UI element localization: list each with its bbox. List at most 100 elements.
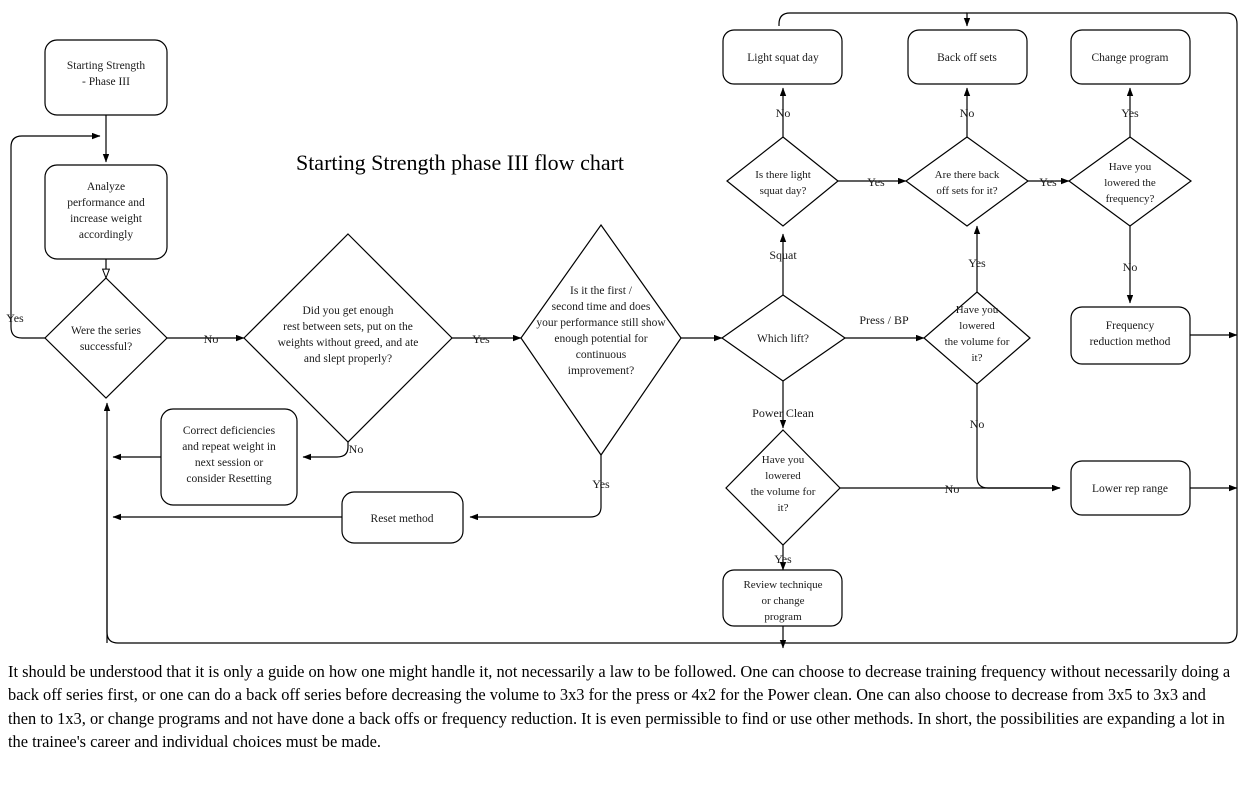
node-rest-line-3: and slept properly?	[304, 353, 392, 365]
label-power-clean: Power Clean	[752, 406, 814, 420]
node-which-lift-line-0: Which lift?	[757, 333, 809, 345]
node-pcq-line-1: lowered	[765, 470, 801, 482]
node-light-squat-day-shape[interactable]	[722, 29, 843, 85]
node-correct-line-1: and repeat weight in	[182, 441, 276, 453]
label-pcvol-yes: Yes	[774, 552, 792, 566]
node-fs-line-2: your performance still show	[536, 317, 666, 329]
node-series-line-0: Were the series	[71, 325, 141, 337]
node-change-program[interactable]: Change program	[1070, 29, 1191, 85]
label-squat: Squat	[769, 248, 797, 262]
node-lower-rep-shape[interactable]	[1070, 460, 1191, 516]
label-series-no: No	[204, 332, 219, 346]
edge-bottom-return-loop	[106, 335, 1238, 644]
node-start-shape[interactable]	[44, 39, 168, 116]
caption-paragraph: It should be understood that it is only …	[8, 662, 1231, 751]
node-lsd-line-0: Light squat day	[747, 52, 819, 64]
node-rt-line-1: or change	[761, 595, 804, 607]
node-reset-line-0: Reset method	[371, 513, 434, 525]
node-pcq-line-3: it?	[778, 502, 789, 514]
label-lightsquat-no: No	[776, 106, 791, 120]
node-pc-volume-shape[interactable]	[725, 429, 841, 546]
node-series-line-1: successful?	[80, 341, 132, 353]
edge-rest-no	[302, 432, 349, 461]
flowchart-canvas: Starting Strength - Phase III Analyze pe…	[6, 12, 1238, 649]
label-backoff-no: No	[960, 106, 975, 120]
node-cp-line-0: Change program	[1092, 52, 1169, 64]
node-rest-question[interactable]: Did you get enough rest between sets, pu…	[243, 233, 453, 443]
chart-title: Starting Strength phase III flow chart	[296, 150, 624, 175]
label-rest-yes: Yes	[472, 332, 490, 346]
node-start-line-0: Starting Strength	[67, 60, 146, 72]
label-press-bp: Press / BP	[859, 313, 909, 327]
label-rest-no: No	[349, 442, 364, 456]
node-correct-deficiencies[interactable]: Correct deficiencies and repeat weight i…	[160, 408, 298, 506]
node-rest-line-1: rest between sets, put on the	[283, 321, 413, 333]
edges	[10, 12, 1238, 649]
node-fs-line-0: Is it the first /	[570, 285, 633, 297]
node-series-success[interactable]: Were the series successful?	[44, 277, 168, 399]
node-rest-line-0: Did you get enough	[302, 305, 393, 317]
node-start[interactable]: Starting Strength - Phase III	[44, 39, 168, 116]
node-change-program-shape[interactable]	[1070, 29, 1191, 85]
label-freq-yes: Yes	[1121, 106, 1139, 120]
node-analyze-line-2: increase weight	[70, 213, 143, 225]
node-light-squat-question[interactable]: Is there light squat day?	[726, 136, 839, 227]
node-correct-line-3: consider Resetting	[186, 473, 272, 485]
node-rest-question-shape[interactable]	[243, 233, 453, 443]
node-lower-rep-range[interactable]: Lower rep range	[1070, 460, 1191, 516]
node-analyze-line-1: performance and	[67, 197, 145, 209]
node-pvq-line-2: the volume for	[945, 336, 1010, 348]
node-back-off-sets[interactable]: Back off sets	[907, 29, 1028, 85]
node-first-second-shape[interactable]	[520, 223, 682, 457]
edge-top-loop-left	[778, 12, 967, 26]
node-pvq-line-0: Have you	[956, 304, 999, 316]
node-fs-line-5: improvement?	[568, 365, 634, 377]
node-lfq-line-0: Have you	[1109, 161, 1152, 173]
node-lrr-line-0: Lower rep range	[1092, 483, 1168, 495]
node-frequency-reduction[interactable]: Frequency reduction method	[1070, 306, 1191, 365]
node-pvq-line-1: lowered	[959, 320, 995, 332]
node-correct-shape[interactable]	[160, 408, 298, 506]
node-fs-line-3: enough potential for	[554, 333, 647, 345]
node-lsq-line-1: squat day?	[760, 185, 807, 197]
node-pvq-line-3: it?	[972, 352, 983, 364]
edge-firstsecond-yes	[469, 455, 602, 521]
node-reset-shape[interactable]	[341, 491, 464, 544]
node-freq-reduction-shape[interactable]	[1070, 306, 1191, 365]
node-series-success-shape[interactable]	[44, 277, 168, 399]
node-review-technique[interactable]: Review technique or change program	[722, 569, 843, 627]
node-rt-line-2: program	[764, 611, 802, 623]
node-light-squat-q-shape[interactable]	[726, 136, 839, 227]
node-which-lift-shape[interactable]	[720, 294, 847, 382]
edge-top-return-loop	[963, 12, 1238, 335]
node-press-volume-question[interactable]: Have you lowered the volume for it?	[923, 291, 1031, 385]
node-fr-line-0: Frequency	[1106, 320, 1155, 332]
node-which-lift[interactable]: Which lift?	[720, 294, 847, 382]
node-back-off-question[interactable]: Are there back off sets for it?	[904, 136, 1030, 227]
node-pcq-line-2: the volume for	[751, 486, 816, 498]
node-pc-volume-question[interactable]: Have you lowered the volume for it?	[725, 429, 841, 546]
node-first-second[interactable]: Is it the first / second time and does y…	[520, 223, 682, 457]
node-back-off-q-shape[interactable]	[904, 136, 1030, 227]
label-pcvol-no: No	[945, 482, 960, 496]
edge-labels: Yes No Yes No Yes Squat Press / BP Power…	[6, 106, 1139, 566]
node-rt-line-0: Review technique	[743, 579, 822, 591]
node-analyze[interactable]: Analyze performance and increase weight …	[44, 164, 168, 260]
node-light-squat-day[interactable]: Light squat day	[722, 29, 843, 85]
node-review-shape[interactable]	[722, 569, 843, 627]
node-reset-method[interactable]: Reset method	[341, 491, 464, 544]
label-pressvol-no: No	[970, 417, 985, 431]
label-firstsecond-yes: Yes	[592, 477, 610, 491]
node-fs-line-4: continuous	[576, 349, 627, 361]
node-analyze-shape[interactable]	[44, 164, 168, 260]
node-press-volume-shape[interactable]	[923, 291, 1031, 385]
node-back-off-sets-shape[interactable]	[907, 29, 1028, 85]
label-lightsquat-yes: Yes	[867, 175, 885, 189]
node-correct-line-0: Correct deficiencies	[183, 425, 276, 437]
node-lowered-frequency-question[interactable]: Have you lowered the frequency?	[1067, 136, 1193, 227]
node-lowered-freq-shape[interactable]	[1067, 136, 1193, 227]
node-fs-line-1: second time and does	[552, 301, 651, 313]
label-pressvol-yes: Yes	[968, 256, 986, 270]
node-lfq-line-1: lowered the	[1104, 177, 1156, 189]
node-bos-line-0: Back off sets	[937, 52, 997, 64]
